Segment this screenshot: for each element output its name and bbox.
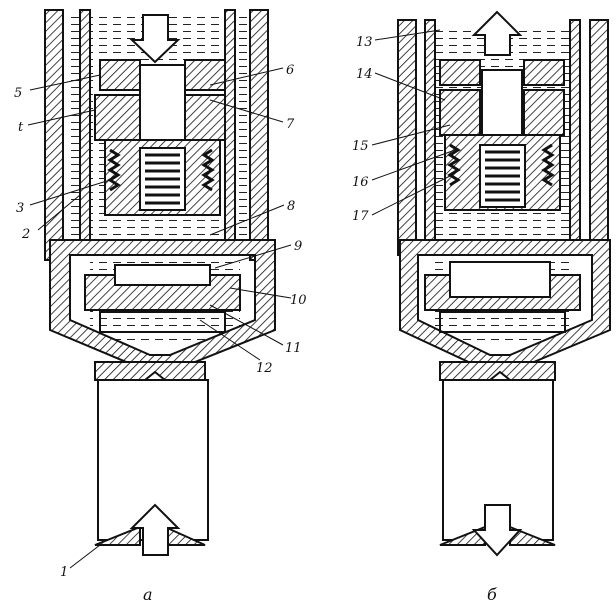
callout-11: 11: [285, 341, 302, 356]
callout-13: 13: [356, 35, 373, 50]
panel-a-label: а: [143, 585, 153, 604]
callout-2: 2: [21, 227, 30, 242]
leader-lines: [27, 29, 456, 569]
callouts-panel-b: 13 14 15 16 17: [352, 35, 373, 224]
callout-3: 3: [16, 201, 24, 216]
callout-1: 1: [60, 565, 68, 580]
callout-7: 7: [286, 117, 295, 132]
callout-t: t: [18, 120, 24, 135]
callout-5: 5: [14, 86, 22, 101]
callout-8: 8: [287, 199, 295, 214]
callout-6: 6: [286, 63, 294, 78]
panel-b-drawing: [397, 10, 611, 557]
panel-b-label: б: [487, 585, 497, 604]
callout-12: 12: [256, 361, 273, 376]
callout-14: 14: [356, 67, 373, 82]
callout-17: 17: [352, 209, 369, 224]
callout-16: 16: [352, 175, 369, 190]
panel-a-drawing: [44, 9, 276, 556]
callout-15: 15: [352, 139, 369, 154]
callout-10: 10: [290, 293, 307, 308]
callout-9: 9: [294, 239, 302, 254]
callouts-panel-a: 5 t 3 2 6 7 8 9 10 11 12 1: [14, 63, 307, 580]
